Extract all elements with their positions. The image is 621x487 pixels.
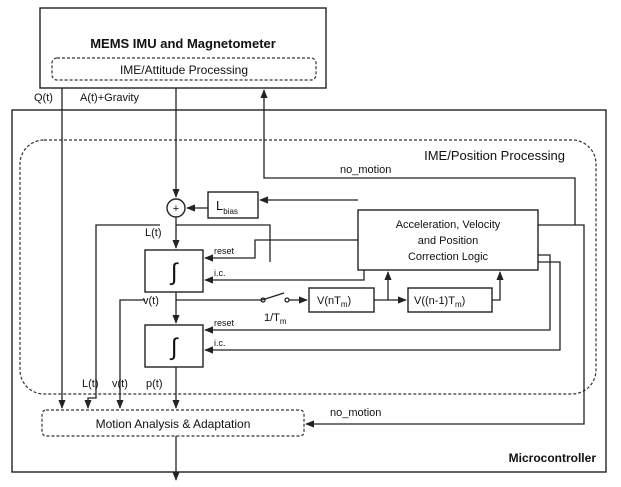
no-motion-bottom-line: [305, 224, 585, 428]
switch-arm: [261, 292, 285, 301]
correction-logic-box: [357, 209, 539, 271]
v-to-motion-line: [116, 299, 145, 409]
microcontroller-box: [11, 109, 607, 473]
v-n1t-label: V((n-1)Tm): [414, 295, 465, 309]
correction-line-3: Correction Logic: [408, 251, 489, 263]
reset2-line: [204, 254, 551, 334]
reset1-label: reset: [214, 246, 235, 256]
no-motion-top-line: [260, 89, 576, 225]
ic1-label: i.c.: [214, 268, 226, 278]
imu-box: [39, 7, 327, 89]
imu-title: MEMS IMU and Magnetometer: [90, 36, 276, 51]
v-n1t-box: [407, 287, 493, 313]
ic2-label: i.c.: [214, 338, 226, 348]
reset2-label: reset: [214, 318, 235, 328]
velocity-integrator-box: [144, 249, 204, 293]
no-motion-top-label: no_motion: [340, 164, 391, 176]
l-to-motion-line: [84, 224, 160, 409]
position-integrator-box: [144, 324, 204, 368]
switch-contact-b: [284, 297, 290, 303]
ic2-line: [204, 261, 561, 354]
integrator-1-symbol: ∫: [169, 259, 179, 286]
correction-line-2: and Position: [418, 235, 479, 247]
bias-box: [207, 191, 259, 219]
attitude-processing-box: [51, 57, 317, 81]
bias-label: Lbias: [216, 198, 238, 216]
q-label: Q(t): [34, 92, 53, 104]
switch-contact-a: [260, 297, 266, 303]
integrator-2-symbol: ∫: [169, 334, 179, 361]
attitude-label: IME/Attitude Processing: [120, 63, 248, 77]
v-label: v(t): [143, 295, 159, 307]
vn1t-to-logic-line: [492, 271, 504, 301]
position-label: IME/Position Processing: [424, 148, 565, 163]
v-nt-label: V(nTm): [317, 295, 351, 309]
switch-label: 1/Tm: [264, 312, 287, 326]
l-out-label: L(t): [82, 378, 99, 390]
no-motion-bottom-label: no_motion: [330, 407, 381, 419]
correction-line-1: Acceleration, Velocity: [396, 219, 501, 231]
l-label: L(t): [145, 227, 162, 239]
v-out-label: v(t): [112, 378, 128, 390]
position-processing-box: [19, 139, 597, 395]
l-feed-line: [176, 224, 271, 262]
p-label: p(t): [146, 378, 163, 390]
reset1-line: [204, 239, 358, 262]
v-nt-box: [308, 287, 375, 313]
ic1-line: [204, 270, 365, 284]
plus-sign: +: [173, 203, 179, 215]
motion-analysis-box: [41, 409, 305, 437]
a-label: A(t)+Gravity: [80, 92, 139, 104]
motion-analysis-label: Motion Analysis & Adaptation: [96, 417, 251, 431]
microcontroller-label: Microcontroller: [509, 451, 597, 465]
